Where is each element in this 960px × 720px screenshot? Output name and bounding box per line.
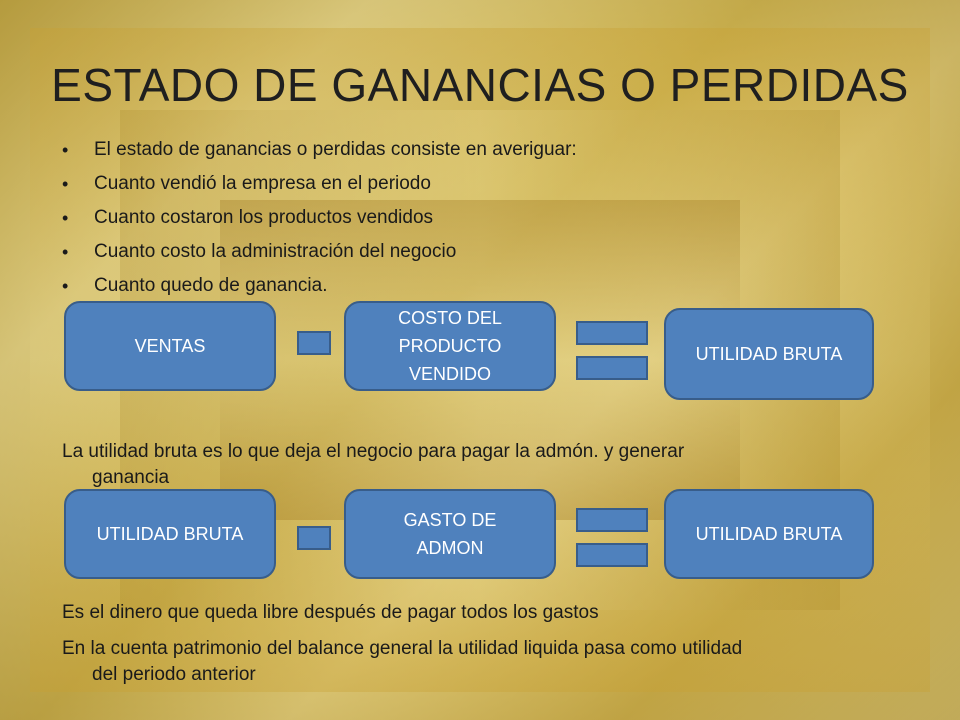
utilidad-bruta-result-box: UTILIDAD BRUTA xyxy=(664,489,874,579)
gasto-label-line1: GASTO DE xyxy=(403,510,497,530)
paragraph-utilidad-bruta: La utilidad bruta es lo que deja el nego… xyxy=(62,439,902,491)
paragraph-cuenta-patrimonio: En la cuenta patrimonio del balance gene… xyxy=(62,636,902,688)
bullet-list: El estado de ganancias o perdidas consis… xyxy=(62,138,577,308)
utilidad-bruta-label: UTILIDAD BRUTA xyxy=(695,344,843,364)
bullet-item: El estado de ganancias o perdidas consis… xyxy=(62,138,577,172)
costo-label-line2: PRODUCTO xyxy=(398,336,502,356)
gasto-admon-box: GASTO DE ADMON xyxy=(344,489,556,579)
equals-sign-top xyxy=(576,508,648,532)
ventas-box: VENTAS xyxy=(64,301,276,391)
utilidad-bruta-label: UTILIDAD BRUTA xyxy=(695,524,843,544)
ventas-label: VENTAS xyxy=(134,336,206,356)
slide-title: ESTADO DE GANANCIAS O PERDIDAS xyxy=(51,59,909,111)
costo-label-line3: VENDIDO xyxy=(408,364,491,384)
utilidad-bruta-label: UTILIDAD BRUTA xyxy=(96,524,244,544)
costo-producto-vendido-box: COSTO DEL PRODUCTO VENDIDO xyxy=(344,301,556,391)
bullet-item: Cuanto quedo de ganancia. xyxy=(62,274,577,308)
bullet-item: Cuanto costaron los productos vendidos xyxy=(62,206,577,240)
paragraph-line: En la cuenta patrimonio del balance gene… xyxy=(62,638,743,659)
paragraph-line: del periodo anterior xyxy=(92,664,256,685)
paragraph-dinero-libre: Es el dinero que queda libre después de … xyxy=(62,600,902,626)
paragraph-line: Es el dinero que queda libre después de … xyxy=(62,602,599,623)
utilidad-bruta-box: UTILIDAD BRUTA xyxy=(64,489,276,579)
utilidad-bruta-box: UTILIDAD BRUTA xyxy=(664,308,874,400)
minus-sign xyxy=(297,526,331,550)
equals-sign-top xyxy=(576,321,648,345)
costo-label-line1: COSTO DEL xyxy=(398,308,502,328)
gasto-label-line2: ADMON xyxy=(416,538,484,558)
minus-sign xyxy=(297,331,331,355)
paragraph-line: ganancia xyxy=(92,467,170,488)
equals-sign-bottom xyxy=(576,543,648,567)
equals-sign-bottom xyxy=(576,356,648,380)
paragraph-line: La utilidad bruta es lo que deja el nego… xyxy=(62,441,685,462)
bullet-item: Cuanto costo la administración del negoc… xyxy=(62,240,577,274)
bullet-item: Cuanto vendió la empresa en el periodo xyxy=(62,172,577,206)
